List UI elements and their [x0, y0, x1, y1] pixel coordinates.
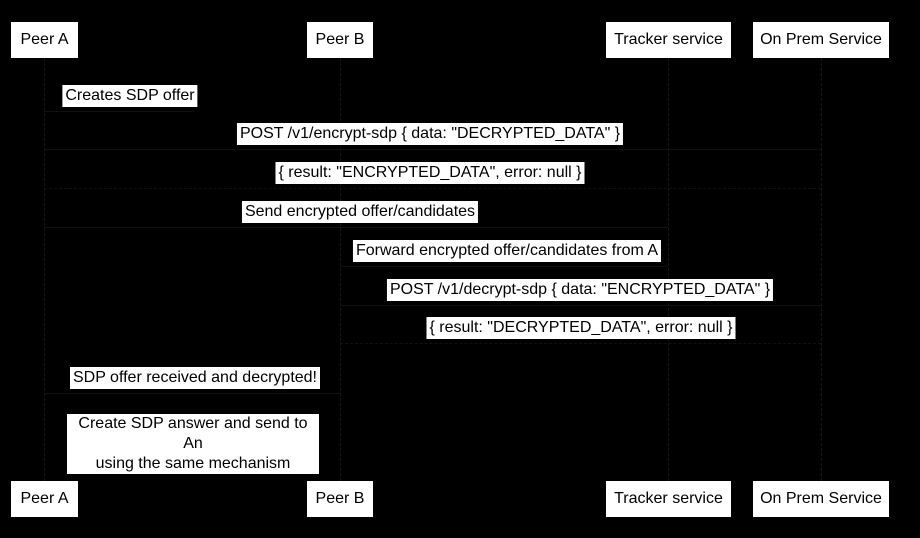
actor-peer-a-bottom: Peer A [11, 481, 78, 517]
message-label-encrypt-request: POST /v1/encrypt-sdp { data: "DECRYPTED_… [236, 123, 624, 145]
message-line-send-encrypted [44, 227, 668, 228]
lifeline-tracker-service [668, 58, 669, 481]
message-label-decrypt-reply: { result: "DECRYPTED_DATA", error: null … [426, 317, 736, 339]
actor-tracker-service-top: Tracker service [606, 22, 731, 58]
message-line-decrypt-reply [340, 343, 821, 344]
message-line-self-creates-offer [44, 111, 194, 112]
message-label-encrypt-reply: { result: "ENCRYPTED_DATA", error: null … [275, 162, 585, 184]
message-label-forward-encrypted: Forward encrypted offer/candidates from … [352, 240, 662, 262]
message-label-offer-received: SDP offer received and decrypted! [70, 367, 320, 389]
message-line-forward-encrypted [340, 266, 668, 267]
message-line-encrypt-reply [44, 188, 821, 189]
message-line-offer-received [44, 393, 340, 394]
actor-peer-a-top: Peer A [11, 22, 78, 58]
message-label-decrypt-request: POST /v1/decrypt-sdp { data: "ENCRYPTED_… [386, 279, 774, 301]
note-line-1: Create SDP answer and send to An [78, 415, 308, 452]
lifeline-on-prem-service [821, 58, 822, 481]
note-line-2: using the same mechanism [95, 455, 291, 472]
message-line-encrypt-request [44, 149, 821, 150]
lifeline-peer-a [44, 58, 45, 481]
note-create-sdp-answer: Create SDP answer and send to An using t… [67, 414, 319, 474]
message-label-creates-sdp-offer: Creates SDP offer [62, 85, 198, 107]
lifeline-peer-b [340, 58, 341, 481]
actor-peer-b-bottom: Peer B [307, 481, 373, 517]
message-line-decrypt-request [340, 305, 821, 306]
actor-on-prem-service-top: On Prem Service [753, 22, 889, 58]
actor-on-prem-service-bottom: On Prem Service [753, 481, 889, 517]
message-label-send-encrypted: Send encrypted offer/candidates [241, 201, 479, 223]
actor-tracker-service-bottom: Tracker service [606, 481, 731, 517]
actor-peer-b-top: Peer B [307, 22, 373, 58]
